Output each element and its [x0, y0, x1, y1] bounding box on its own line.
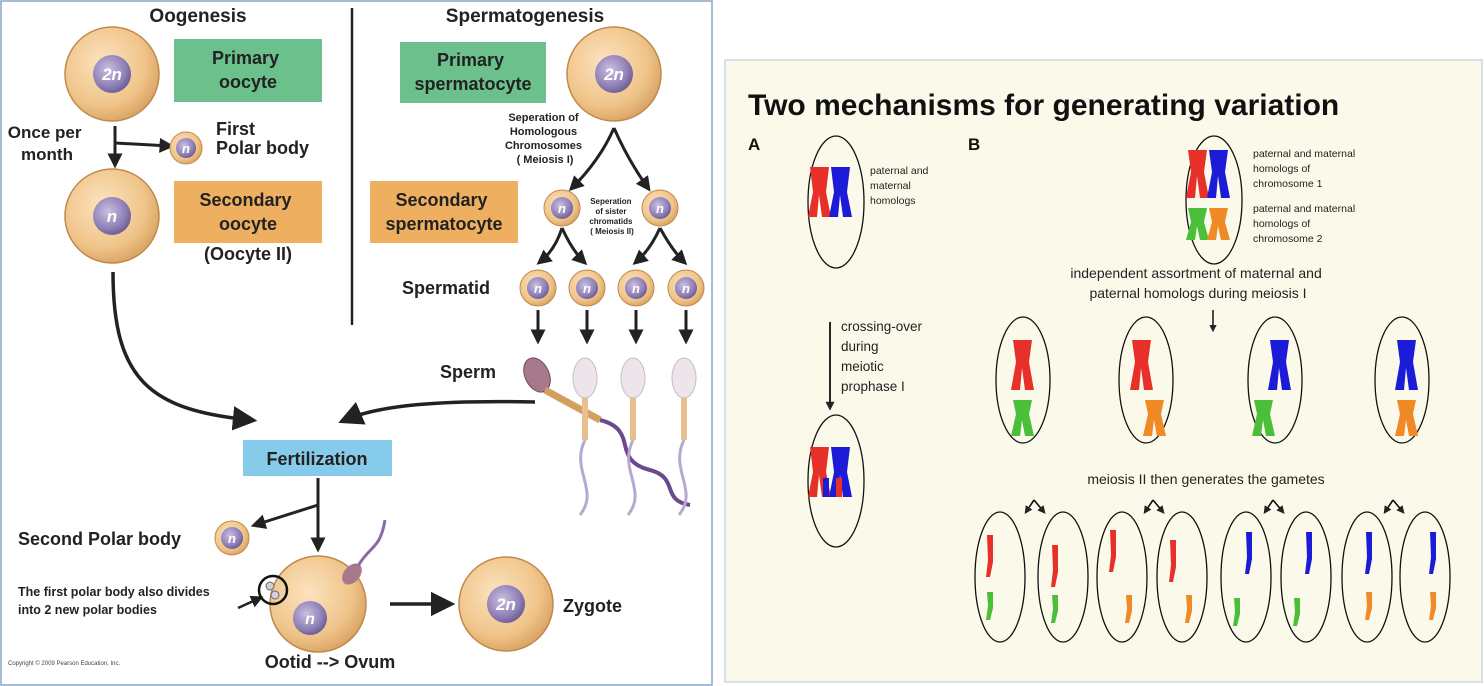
cell-a-top	[807, 135, 865, 269]
fertilization-box	[243, 440, 392, 476]
ootid-ovum-label: Ootid --> Ovum	[265, 652, 396, 672]
ploidy-label: 2n	[101, 65, 122, 84]
arrow-meiosis-ii-2	[560, 227, 588, 266]
second-polar-body-label: Second Polar body	[18, 529, 181, 549]
meiosis-i-cell-1	[995, 316, 1051, 444]
ploidy-label: 2n	[603, 65, 624, 84]
arrow-sperm-to-fertilization	[338, 399, 536, 425]
right-title: Two mechanisms for generating variation	[748, 89, 1339, 122]
sperm-label: Sperm	[440, 362, 496, 382]
ploidy-label: n	[583, 281, 591, 296]
zygote-cell: 2n	[458, 556, 554, 652]
gamete-4	[1156, 511, 1208, 643]
ploidy-label: n	[656, 201, 664, 216]
arrow-oocyte-to-fertilization	[111, 271, 258, 431]
spermatid-label: Spermatid	[402, 278, 490, 298]
sperm-3	[620, 357, 646, 516]
primary-spermatocyte-box	[400, 42, 546, 103]
once-per-month-label: Once per month	[8, 123, 86, 164]
gamete-2	[1037, 511, 1089, 643]
right-panel-background	[724, 59, 1483, 683]
sperm-highlighted	[523, 357, 691, 507]
paternal-maternal-homologs-label: paternal and maternal homologs	[870, 165, 931, 207]
sperm-cells	[523, 357, 697, 516]
zygote-label: Zygote	[563, 596, 622, 616]
gamete-7	[1341, 511, 1393, 643]
meiosis-i-cell-4	[1374, 316, 1430, 444]
primary-spermatocyte-cell: 2n	[566, 26, 662, 122]
spermatid-cell-2: n	[568, 269, 606, 307]
fertilization-label: Fertilization	[266, 449, 367, 469]
ploidy-label: n	[632, 281, 640, 296]
ploidy-label: n	[682, 281, 690, 296]
ootid-cell: n	[257, 519, 387, 653]
independent-assortment-label: independent assortment of maternal and p…	[1070, 265, 1325, 301]
meiosis-ii-label: meiosis II then generates the gametes	[1087, 471, 1324, 487]
spermatid-cell-1: n	[519, 269, 557, 307]
secondary-oocyte-cell: n	[64, 168, 160, 264]
ploidy-label: n	[534, 281, 542, 296]
secondary-spermatocyte-cell-2: n	[641, 189, 679, 227]
label-b: B	[968, 135, 980, 154]
separation-homologous-label: Seperation of Homologous Chromosomes ( M…	[505, 112, 585, 166]
arrow-meiosis-i-right	[612, 127, 651, 192]
left-panel: Oogenesis Spermatogenesis 2n Primary ooc…	[0, 0, 713, 686]
spermatid-cell-3: n	[617, 269, 655, 307]
meiosis-ii-arrows	[1024, 499, 1405, 514]
gamete-1	[974, 511, 1026, 643]
separation-sister-label: Seperation of sister chromatids ( Meiosi…	[589, 197, 634, 236]
first-polar-body-cell: n	[169, 131, 203, 165]
crossing-over-label: crossing-over during meiotic prophase I	[841, 319, 926, 394]
sperm-4	[671, 357, 697, 516]
primary-oocyte-label: Primary oocyte	[212, 48, 284, 92]
cell-b-top	[1185, 135, 1243, 265]
primary-oocyte-cell: 2n	[64, 26, 160, 122]
ploidy-label: n	[182, 141, 190, 156]
arrow-meiosis-i-left	[568, 127, 616, 192]
first-polar-divides-label: The first polar body also divides into 2…	[18, 585, 213, 617]
oocyte-ii-label: (Oocyte II)	[204, 244, 292, 264]
copyright-text: Copyright © 2009 Pearson Education, Inc.	[8, 660, 120, 667]
label-a: A	[748, 135, 760, 154]
homologs-chr1-label: paternal and maternal homologs of chromo…	[1253, 148, 1358, 190]
gamete-8	[1399, 511, 1451, 643]
secondary-spermatocyte-cell-1: n	[543, 189, 581, 227]
arrow-to-polar-bodies	[237, 595, 264, 610]
heading-spermatogenesis: Spermatogenesis	[446, 6, 604, 27]
polar-bodies-circle	[257, 574, 289, 606]
gamete-6	[1280, 511, 1332, 643]
first-polar-body-label: First Polar body	[216, 119, 309, 158]
cell-a-bottom	[807, 414, 865, 548]
ploidy-label: n	[305, 611, 315, 628]
spermatid-cells: n n n n	[519, 269, 705, 307]
sperm-2	[572, 357, 598, 516]
ploidy-label: n	[558, 201, 566, 216]
primary-oocyte-box	[174, 39, 322, 102]
arrow-meiosis-ii-3	[632, 227, 662, 265]
secondary-oocyte-label: Secondary oocyte	[199, 190, 296, 234]
ploidy-label: 2n	[495, 595, 516, 614]
homologs-chr2-label: paternal and maternal homologs of chromo…	[1253, 203, 1358, 245]
ploidy-label: n	[107, 207, 117, 226]
arrow-meiosis-ii-1	[536, 227, 564, 265]
meiosis-i-cell-3	[1247, 316, 1303, 444]
right-panel: Two mechanisms for generating variation …	[724, 59, 1483, 683]
second-polar-body-cell: n	[214, 520, 250, 556]
primary-spermatocyte-label: Primary spermatocyte	[414, 50, 531, 94]
secondary-oocyte-box	[174, 181, 322, 243]
meiosis-i-cell-2	[1118, 316, 1174, 444]
secondary-spermatocyte-box	[370, 181, 518, 243]
gametes	[974, 511, 1451, 643]
heading-oogenesis: Oogenesis	[149, 6, 246, 27]
spermatid-cell-4: n	[667, 269, 705, 307]
arrow-meiosis-ii-4	[658, 227, 688, 266]
gamete-3	[1096, 511, 1148, 643]
gamete-5	[1220, 511, 1272, 643]
secondary-spermatocyte-label: Secondary spermatocyte	[385, 190, 502, 234]
ploidy-label: n	[228, 531, 236, 546]
meiosis-i-cells	[995, 316, 1430, 444]
spermatid-arrows	[530, 310, 694, 345]
